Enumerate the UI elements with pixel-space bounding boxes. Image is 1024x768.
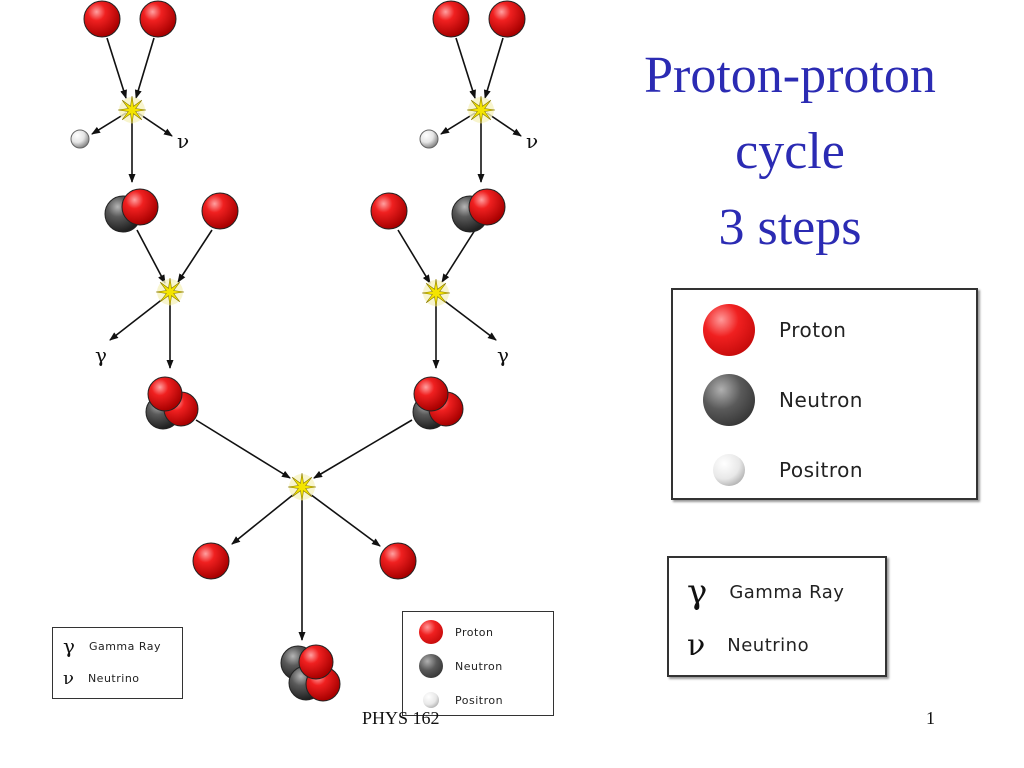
legend-gamma: γ Gamma Ray bbox=[687, 572, 844, 612]
positron-left bbox=[70, 129, 90, 149]
neutron-swatch bbox=[703, 374, 755, 426]
footer-page-number: 1 bbox=[926, 708, 935, 728]
legend-neutrino: ν Neutrino bbox=[687, 628, 809, 663]
legend-small-proton-label: Proton bbox=[455, 625, 494, 639]
legend-small-neutrino-label: Neutrino bbox=[87, 672, 140, 685]
neutrino-symbol-left: ν bbox=[177, 129, 189, 153]
he4-proton-a bbox=[298, 644, 334, 680]
legend-positron-label: Positron bbox=[779, 458, 864, 482]
proton-right-2 bbox=[370, 192, 408, 230]
proton-out-left bbox=[192, 542, 230, 580]
proton-left-1a bbox=[83, 0, 121, 38]
arrow-left-neutrino bbox=[137, 112, 173, 137]
gamma-symbol-left: γ bbox=[95, 343, 107, 367]
fusion-flash-right-1 bbox=[466, 95, 496, 125]
positron-right bbox=[419, 129, 439, 149]
arrow-left-gamma bbox=[109, 297, 165, 341]
proton-proton-diagram: ν ν γ γ bbox=[70, 0, 538, 702]
title-line-1: Proton-proton bbox=[644, 47, 936, 104]
slide-title: Proton-proton cycle 3 steps bbox=[600, 38, 980, 266]
footer-course: PHYS 162 bbox=[362, 708, 440, 728]
legend-small-neutrino: ν Neutrino bbox=[63, 668, 140, 689]
he3-left-proton-a bbox=[147, 376, 183, 412]
arrow-right-in-1a bbox=[455, 37, 476, 99]
title-line-3: 3 steps bbox=[718, 199, 862, 256]
deuteron-right-proton bbox=[468, 188, 506, 226]
arrow-out-proton-left bbox=[231, 493, 295, 545]
title-line-2: cycle bbox=[735, 123, 845, 180]
arrow-in-3a bbox=[195, 419, 291, 479]
legend-small-gamma-label: Gamma Ray bbox=[88, 639, 162, 653]
proton-left-1b bbox=[139, 0, 177, 38]
arrow-right-neutrino bbox=[486, 112, 522, 137]
proton-left-2 bbox=[201, 192, 239, 230]
gamma-icon-small: γ bbox=[63, 634, 75, 658]
fusion-flash-right-2 bbox=[421, 278, 451, 308]
legend-neutron: Neutron bbox=[703, 374, 863, 426]
arrow-right-in-2b bbox=[441, 229, 476, 283]
proton-right-1a bbox=[432, 0, 470, 38]
neutrino-symbol-right: ν bbox=[526, 129, 538, 153]
arrow-left-in-1a bbox=[106, 37, 127, 99]
arrow-in-3b bbox=[313, 419, 413, 479]
arrow-left-positron bbox=[91, 112, 127, 135]
legend-small-neutron: Neutron bbox=[419, 654, 503, 678]
legend-small-positron: Positron bbox=[423, 692, 503, 708]
neutrino-icon: ν bbox=[687, 628, 706, 663]
legend-small-proton: Proton bbox=[419, 620, 493, 644]
deuteron-left-proton bbox=[121, 188, 159, 226]
legend-small-gamma: γ Gamma Ray bbox=[63, 634, 161, 658]
proton-swatch-small bbox=[419, 620, 443, 644]
legend-gamma-label: Gamma Ray bbox=[729, 581, 845, 603]
positron-swatch bbox=[713, 454, 745, 486]
arrow-right-positron bbox=[440, 112, 476, 135]
arrow-out-proton-right bbox=[309, 493, 381, 547]
arrow-left-in-2a bbox=[136, 229, 166, 284]
legend-proton: Proton bbox=[703, 304, 846, 356]
ray-legend-large: γ Gamma Ray ν Neutrino bbox=[667, 556, 887, 677]
proton-swatch bbox=[703, 304, 755, 356]
proton-out-right bbox=[379, 542, 417, 580]
gamma-icon: γ bbox=[687, 572, 708, 612]
legend-proton-label: Proton bbox=[779, 318, 847, 342]
particle-legend-large: Proton Neutron Positron bbox=[671, 288, 978, 500]
arrow-right-gamma bbox=[441, 298, 497, 341]
he3-right-proton-a bbox=[413, 376, 449, 412]
positron-swatch-small bbox=[423, 692, 439, 708]
ray-legend-small: γ Gamma Ray ν Neutrino bbox=[52, 627, 183, 699]
legend-neutrino-label: Neutrino bbox=[727, 635, 810, 656]
proton-right-1b bbox=[488, 0, 526, 38]
fusion-flash-left-1 bbox=[117, 95, 147, 125]
arrow-right-in-1b bbox=[483, 37, 504, 99]
particle-legend-small: Proton Neutron Positron bbox=[402, 611, 554, 716]
legend-neutron-label: Neutron bbox=[779, 388, 863, 412]
legend-small-neutron-label: Neutron bbox=[455, 659, 503, 673]
arrow-left-in-2b bbox=[177, 229, 213, 283]
neutrino-icon-small: ν bbox=[63, 668, 74, 689]
fusion-flash-left-2 bbox=[155, 277, 185, 307]
legend-small-positron-label: Positron bbox=[455, 693, 504, 707]
gamma-symbol-right: γ bbox=[497, 343, 509, 367]
neutron-swatch-small bbox=[419, 654, 443, 678]
fusion-flash-3 bbox=[287, 472, 317, 502]
legend-positron: Positron bbox=[713, 454, 863, 486]
arrow-left-in-1b bbox=[134, 37, 155, 99]
arrow-right-in-2a bbox=[397, 229, 431, 284]
